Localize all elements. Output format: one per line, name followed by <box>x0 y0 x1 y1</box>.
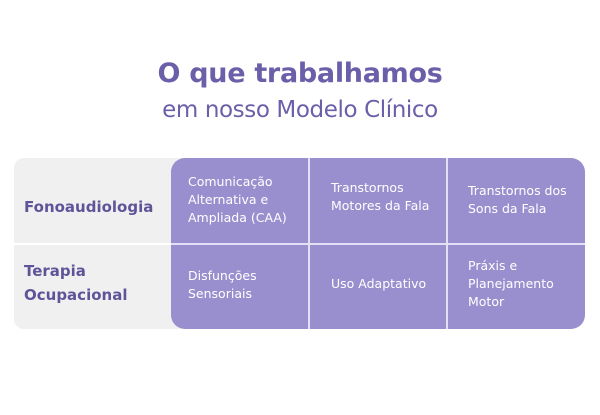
row-labels-divider <box>14 243 184 245</box>
table-cell: Práxis e Planejamento Motor <box>468 258 554 309</box>
table-cell: Uso Adaptativo <box>331 276 427 291</box>
page-title: O que trabalhamos <box>157 58 443 89</box>
table-cell: Disfunções Sensoriais <box>188 268 257 301</box>
table-cell: Transtornos Motores da Fala <box>331 180 430 213</box>
table-cell: Comunicação Alternativa e Ampliada (CAA) <box>188 174 287 225</box>
row-divider <box>171 243 585 245</box>
page-subtitle: em nosso Modelo Clínico <box>162 97 438 123</box>
table-cell: Transtornos dos Sons da Fala <box>468 183 567 216</box>
row-label-terapia-ocupacional: Terapia Ocupacional <box>24 262 128 304</box>
cells-grid: Comunicação Alternativa e Ampliada (CAA)… <box>171 158 585 329</box>
row-label-fonoaudiologia: Fonoaudiologia <box>24 198 154 216</box>
